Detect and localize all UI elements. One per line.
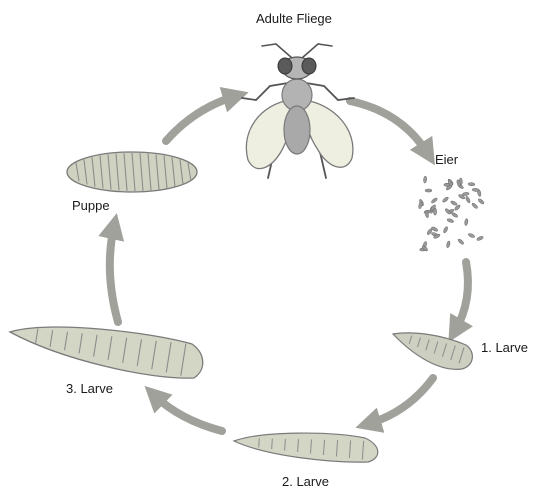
arrow-larva2-to-larva3 bbox=[154, 395, 222, 431]
label-eggs: Eier bbox=[435, 152, 458, 167]
larva-2-icon bbox=[234, 433, 378, 462]
larva-1-icon bbox=[393, 333, 472, 369]
arrow-pupa-to-adult bbox=[166, 96, 236, 141]
arrow-adult-to-eggs bbox=[350, 101, 428, 154]
arrow-larva1-to-larva2 bbox=[368, 378, 433, 424]
arrow-eggs-to-larva1 bbox=[455, 262, 468, 331]
pupa-icon bbox=[67, 152, 197, 192]
label-adult-fly: Adulte Fliege bbox=[256, 11, 332, 26]
adult-fly-icon bbox=[242, 44, 354, 178]
label-larva-1: 1. Larve bbox=[481, 340, 528, 355]
label-larva-2: 2. Larve bbox=[282, 474, 329, 489]
label-pupa: Puppe bbox=[72, 198, 110, 213]
larva-3-icon bbox=[10, 327, 203, 378]
label-larva-3: 3. Larve bbox=[66, 381, 113, 396]
arrow-larva3-to-pupa bbox=[110, 226, 118, 322]
egg-cluster-icon bbox=[418, 176, 485, 252]
